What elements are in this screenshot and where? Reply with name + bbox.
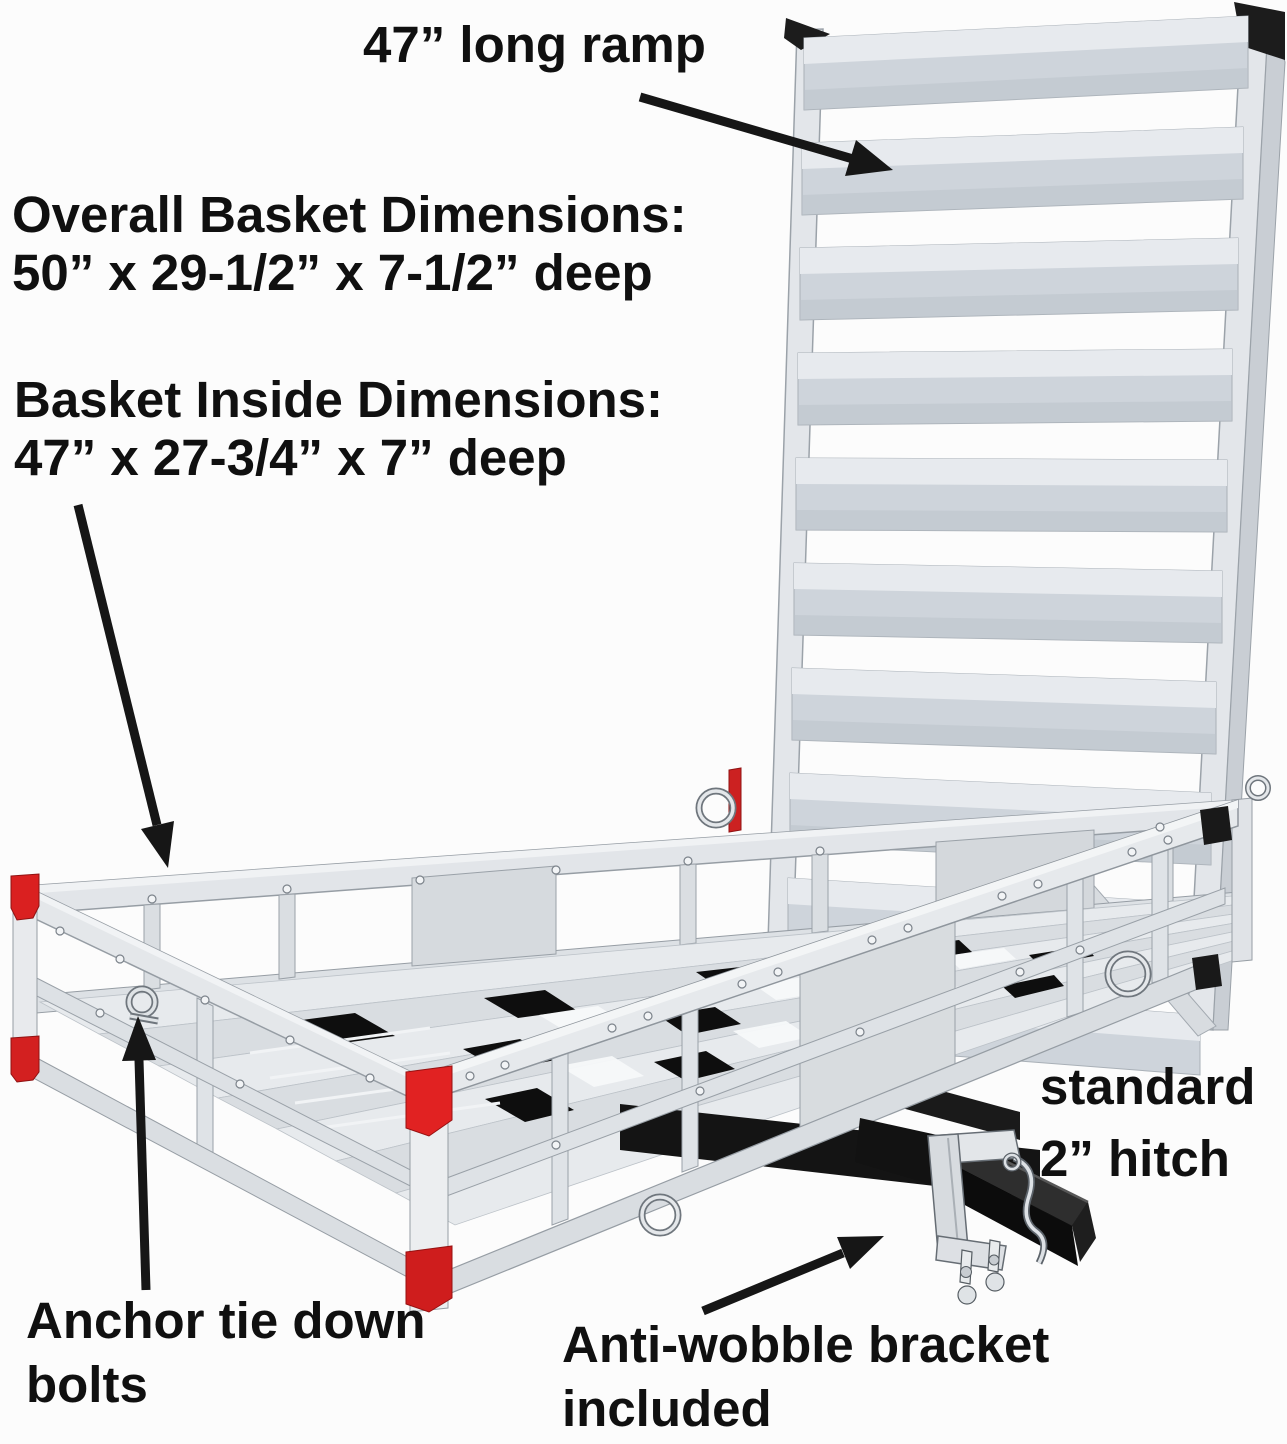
red-corner-cap [405, 1245, 453, 1313]
label-anchor-line2: bolts [26, 1356, 148, 1413]
label-inside-line1: Basket Inside Dimensions: [14, 371, 664, 428]
tie-down-ring [1104, 950, 1152, 998]
ramp-slat [801, 126, 1244, 216]
label-anchor-bolts: Anchor tie down bolts [26, 1289, 425, 1417]
label-ramp: 47” long ramp [363, 16, 706, 74]
hitch-assembly [855, 1118, 1096, 1305]
basket [10, 767, 1271, 1313]
arrow-to-ramp [638, 92, 893, 176]
label-inside-dimensions: Basket Inside Dimensions: 47” x 27-3/4” … [14, 371, 663, 487]
anti-wobble-clamp [927, 1129, 1021, 1305]
ramp-hinge-clip [1200, 806, 1232, 845]
red-corner-cap [10, 1035, 40, 1083]
ramp-slat [799, 237, 1239, 321]
red-corner-cap [10, 873, 40, 921]
ramp-hinge-clip [1192, 954, 1222, 990]
label-ramp-text: 47” long ramp [363, 16, 706, 73]
corner-posts [10, 806, 1232, 1313]
ramp-slat [791, 667, 1217, 755]
label-anchor-line1: Anchor tie down [26, 1292, 426, 1349]
arrow-to-anti-wobble-bracket [701, 1236, 884, 1316]
label-inside-line2: 47” x 27-3/4” x 7” deep [14, 429, 567, 486]
ramp-rail-end-cap [784, 18, 830, 50]
arrow-to-basket-rail [73, 503, 174, 868]
anchor-pin [125, 985, 159, 1025]
ramp-slat [797, 348, 1233, 426]
ramp-slat [803, 15, 1249, 111]
label-hitch-line1: standard [1040, 1058, 1256, 1115]
tie-down-ring [1245, 775, 1271, 801]
label-anti-wobble-line2: included [562, 1380, 772, 1437]
ramp-slat [795, 457, 1228, 533]
label-overall-line1: Overall Basket Dimensions: [12, 186, 687, 243]
label-hitch: standard 2” hitch [1040, 1051, 1255, 1195]
label-hitch-line2: 2” hitch [1040, 1130, 1230, 1187]
red-corner-cap [405, 1065, 453, 1137]
basket-front-wall [411, 797, 1253, 1305]
tie-down-ring [695, 787, 737, 829]
hitch-pin-clip [1002, 1152, 1048, 1265]
ramp-slat [793, 562, 1223, 644]
clamp-bolt [985, 1239, 1005, 1292]
tie-down-rings [125, 775, 1271, 1237]
label-overall-dimensions: Overall Basket Dimensions: 50” x 29-1/2”… [12, 186, 687, 302]
label-overall-line2: 50” x 29-1/2” x 7-1/2” deep [12, 244, 653, 301]
label-anti-wobble-line1: Anti-wobble bracket [562, 1316, 1050, 1373]
rear-wall-panel [411, 865, 557, 967]
callout-arrows [73, 92, 893, 1316]
arrow-to-anchor-pin [122, 1016, 156, 1291]
label-anti-wobble: Anti-wobble bracket included [562, 1313, 1049, 1441]
clamp-bolt [957, 1249, 977, 1305]
tie-down-ring [638, 1193, 682, 1237]
bolt-heads [55, 822, 1173, 1150]
